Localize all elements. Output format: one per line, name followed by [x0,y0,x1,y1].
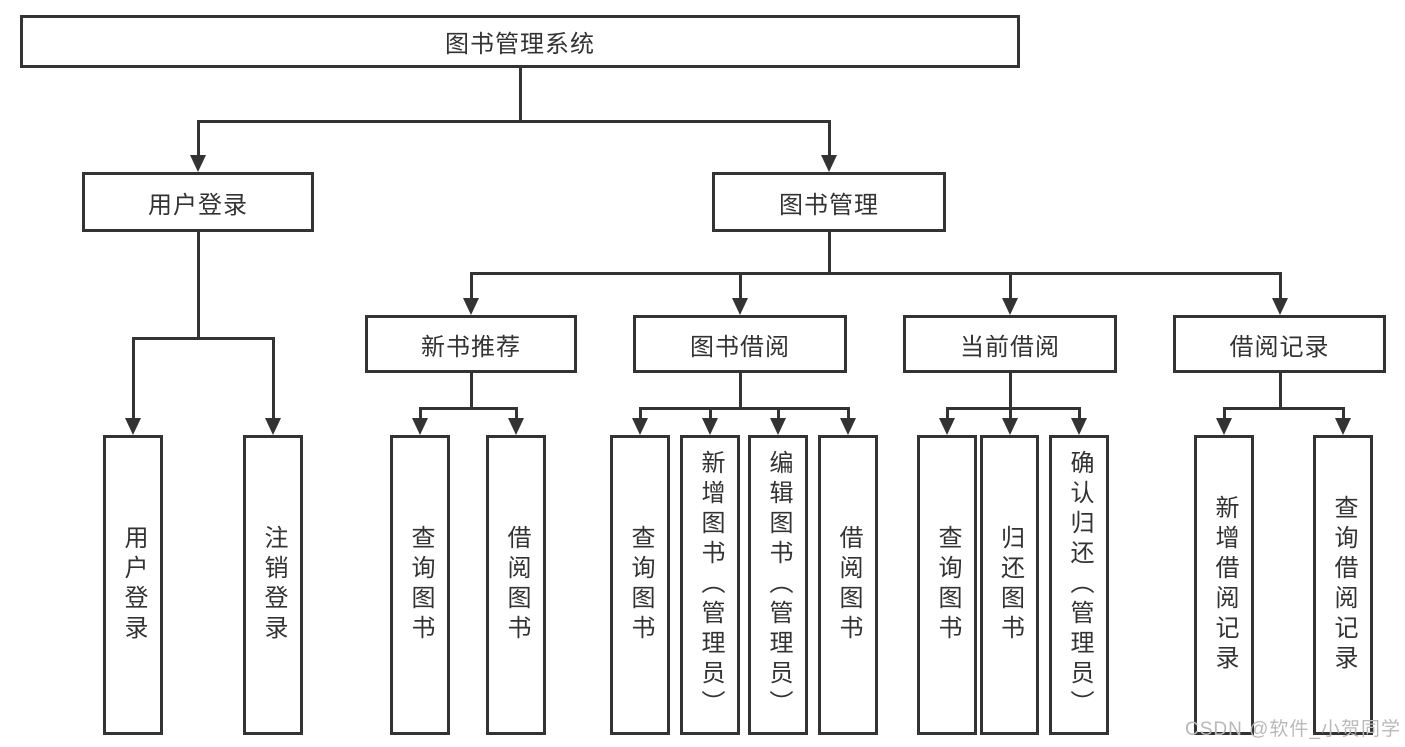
node-label-leaf-confirm-return: 确认归还（管理员） [1066,450,1093,720]
edge-drop-leaf-edit-books [776,407,780,420]
node-label-leaf-add-books: 新增图书（管理员） [697,450,724,720]
edge-stem-user-login-group [196,232,200,340]
diagram-node-leaf-query-books-cur: 查询图书 [917,435,977,735]
arrowhead-icon [939,418,955,435]
edge-stem-new-book-rec [469,373,473,410]
arrowhead-icon [1216,418,1232,435]
arrowhead-icon [190,155,206,172]
edge-drop-book-mgmt-group [827,120,831,157]
edge-bar-current-borrow [945,407,1081,410]
arrowhead-icon [463,298,479,315]
node-label-root: 图书管理系统 [445,31,595,58]
diagram-node-leaf-query-borrow-rec: 查询借阅记录 [1313,435,1373,735]
edge-stem-current-borrow [1008,373,1012,410]
arrowhead-icon [840,418,856,435]
arrowhead-icon [412,418,428,435]
edge-stem-root [518,68,522,123]
arrowhead-icon [1272,298,1288,315]
node-label-leaf-borrow-books-rec: 借阅图书 [503,525,530,645]
arrowhead-icon [1071,418,1087,435]
arrowhead-icon [508,418,524,435]
edge-bar-book-borrow [638,407,850,410]
node-label-book-mgmt-group: 图书管理 [779,191,879,219]
node-label-leaf-query-borrow-rec: 查询借阅记录 [1330,495,1357,675]
edge-bar-user-login-group [131,337,275,340]
node-label-leaf-add-borrow-rec: 新增借阅记录 [1211,495,1238,675]
edge-stem-borrow-records [1278,373,1282,410]
node-label-leaf-borrow-books: 借阅图书 [835,525,862,645]
arrowhead-icon [1335,418,1351,435]
diagram-node-leaf-borrow-books: 借阅图书 [818,435,878,735]
node-label-book-borrow: 图书借阅 [690,333,790,361]
diagram-node-leaf-add-books: 新增图书（管理员） [680,435,740,735]
diagram-node-leaf-add-borrow-rec: 新增借阅记录 [1194,435,1254,735]
edge-stem-book-mgmt-group [827,232,831,275]
node-label-leaf-login: 用户登录 [120,525,147,645]
node-label-current-borrow: 当前借阅 [960,333,1060,361]
edge-drop-current-borrow [1008,272,1012,300]
diagram-node-leaf-confirm-return: 确认归还（管理员） [1049,435,1109,735]
arrowhead-icon [732,298,748,315]
edge-drop-book-borrow [738,272,742,300]
arrowhead-icon [770,418,786,435]
edge-drop-leaf-confirm-return [1077,407,1081,420]
diagram-node-leaf-edit-books: 编辑图书（管理员） [748,435,808,735]
node-label-borrow-records: 借阅记录 [1229,333,1330,361]
edge-drop-leaf-query-books-cur [945,407,949,420]
edge-drop-leaf-query-books-rec [418,407,422,420]
diagram-node-leaf-query-books-borrow: 查询图书 [610,435,670,735]
edge-bar-book-mgmt-group [469,272,1282,275]
arrowhead-icon [125,418,141,435]
diagram-node-borrow-records: 借阅记录 [1173,315,1386,373]
diagram-node-leaf-logout: 注销登录 [243,435,303,735]
edge-drop-borrow-records [1278,272,1282,300]
node-label-user-login-group: 用户登录 [148,191,248,219]
diagram-node-leaf-query-books-rec: 查询图书 [390,435,450,735]
edge-bar-borrow-records [1222,407,1345,410]
edge-drop-leaf-add-borrow-rec [1222,407,1226,420]
node-label-leaf-logout: 注销登录 [260,525,287,645]
node-label-leaf-return-books: 归还图书 [996,525,1024,645]
edge-drop-user-login-group [196,120,200,157]
edge-drop-leaf-add-books [708,407,712,420]
arrowhead-icon [821,155,837,172]
edge-drop-leaf-query-borrow-rec [1341,407,1345,420]
diagram-node-book-borrow: 图书借阅 [633,315,847,373]
edge-stem-book-borrow [738,373,742,410]
edge-drop-leaf-login [131,337,135,420]
arrowhead-icon [1002,418,1018,435]
diagram-node-leaf-borrow-books-rec: 借阅图书 [486,435,546,735]
node-label-new-book-rec: 新书推荐 [421,333,521,361]
arrowhead-icon [632,418,648,435]
node-label-leaf-query-books-borrow: 查询图书 [627,525,654,645]
node-label-leaf-query-books-rec: 查询图书 [407,525,434,645]
node-label-leaf-query-books-cur: 查询图书 [934,525,961,645]
edge-drop-leaf-logout [271,337,275,420]
edge-drop-new-book-rec [469,272,473,300]
diagram-node-current-borrow: 当前借阅 [903,315,1117,373]
watermark: CSDN @软件_小贺同学 [1185,719,1401,740]
diagram-node-book-mgmt-group: 图书管理 [712,172,946,232]
edge-drop-leaf-return-books [1008,407,1012,420]
edge-bar-root [196,120,831,123]
edge-drop-leaf-borrow-books [846,407,850,420]
diagram-node-leaf-return-books: 归还图书 [980,435,1039,735]
arrowhead-icon [265,418,281,435]
diagram-node-user-login-group: 用户登录 [82,172,314,232]
node-label-leaf-edit-books: 编辑图书（管理员） [765,450,792,720]
arrowhead-icon [702,418,718,435]
diagram-node-new-book-rec: 新书推荐 [365,315,577,373]
edge-drop-leaf-query-books-borrow [638,407,642,420]
edge-drop-leaf-borrow-books-rec [514,407,518,420]
edge-bar-new-book-rec [418,407,518,410]
diagram-node-leaf-login: 用户登录 [103,435,163,735]
diagram-node-root: 图书管理系统 [20,15,1020,68]
arrowhead-icon [1002,298,1018,315]
